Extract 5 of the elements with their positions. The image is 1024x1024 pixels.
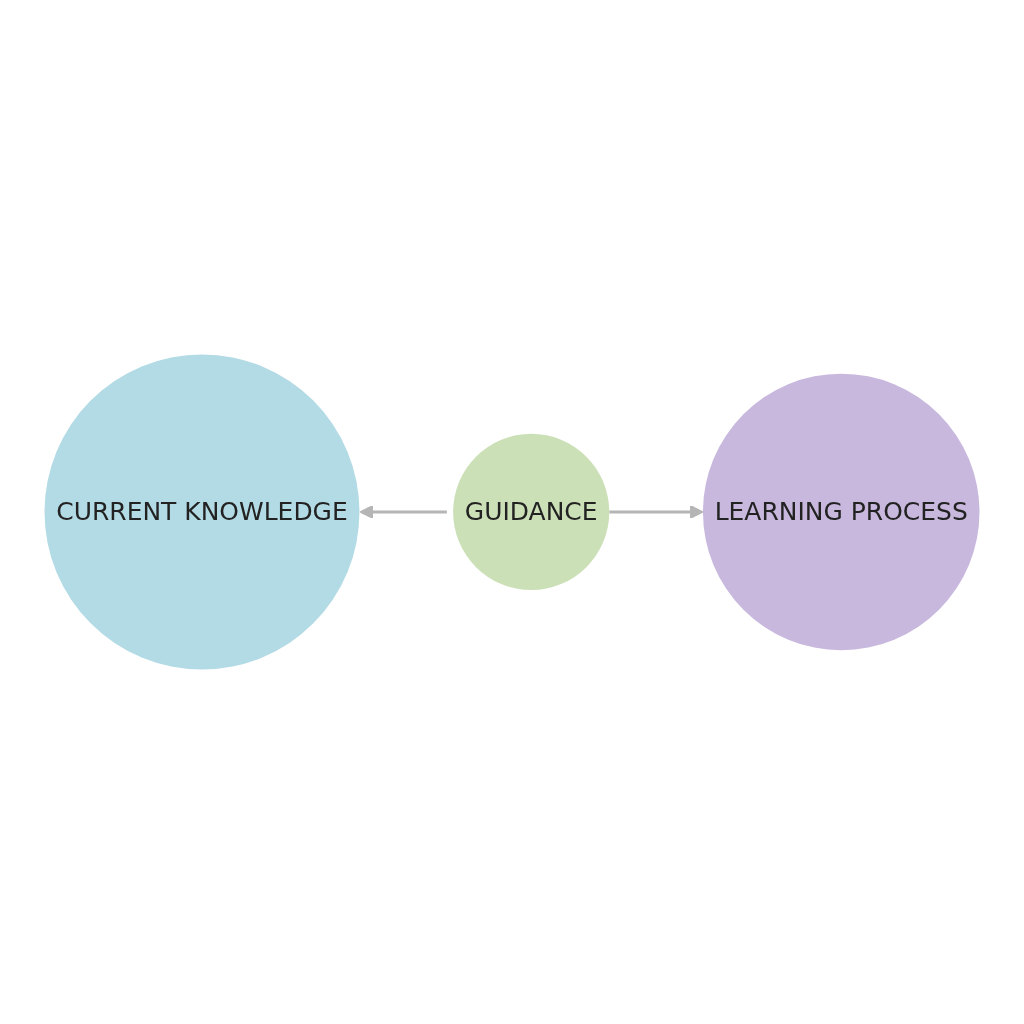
node-circle: GUIDANCE [453, 433, 610, 591]
node-circle: CURRENT KNOWLEDGE [44, 354, 360, 670]
node-circle: LEARNING PROCESS [702, 373, 980, 651]
arrow [359, 505, 447, 519]
arrow [609, 505, 704, 519]
